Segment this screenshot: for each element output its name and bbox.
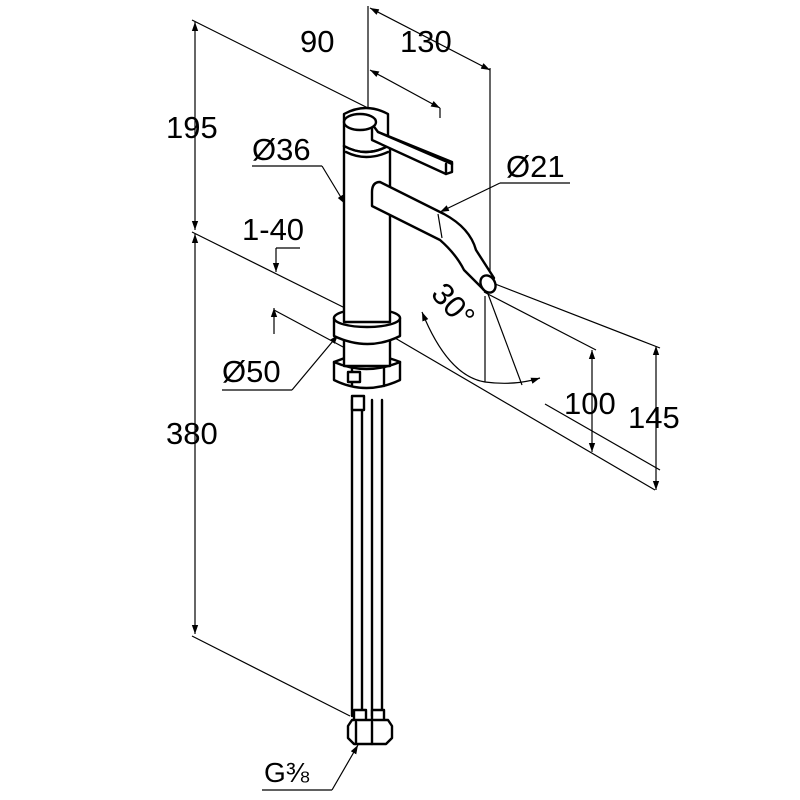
label-base-diameter: Ø50 — [222, 354, 281, 389]
shank — [342, 338, 392, 368]
reach-130-dimension — [369, 7, 491, 71]
label-lever-length: 90 — [300, 24, 334, 59]
dimension-lines — [191, 6, 661, 791]
spout-diameter-leader-slant — [439, 182, 501, 213]
deck-lower-extension — [273, 309, 346, 349]
lever-90-dimension — [369, 69, 441, 109]
spout-outlet — [479, 274, 497, 294]
angle-reference-slanted — [487, 293, 523, 386]
body-diameter-leader-slant — [321, 165, 346, 205]
faucet — [332, 106, 497, 746]
label-hose-length: 380 — [166, 416, 218, 451]
deck-extension-line — [191, 231, 346, 309]
deck-extension-line-right — [394, 337, 656, 491]
label-spout-height: 145 — [628, 400, 680, 435]
outlet-extension-line-lower — [483, 291, 597, 351]
hose-connector-left — [350, 394, 366, 412]
angle-30-arc — [421, 311, 541, 384]
top-extension-line — [191, 19, 369, 109]
lever-pivot — [342, 112, 378, 132]
deck-right-extension — [544, 403, 661, 471]
body-column — [342, 144, 392, 324]
supply-hoses — [350, 398, 384, 718]
outlet-extension-line — [489, 281, 661, 349]
label-deck-thickness: 1-40 — [242, 212, 304, 247]
label-outlet-height: 100 — [564, 386, 616, 421]
label-reach: 130 — [400, 24, 452, 59]
hose-end-fittings — [346, 708, 394, 746]
dimension-labels: 90 130 195 Ø36 Ø21 1-40 30° Ø50 100 145 … — [166, 24, 680, 788]
label-spout-angle: 30° — [424, 276, 481, 334]
base-diameter-leader-slant — [291, 334, 339, 391]
label-height-above-deck: 195 — [166, 110, 218, 145]
bottom-extension-line — [191, 635, 351, 717]
thread-leader-slant — [331, 744, 359, 791]
label-connection-thread: G⅜ — [264, 757, 310, 788]
label-spout-diameter: Ø21 — [506, 149, 565, 184]
label-body-diameter: Ø36 — [252, 132, 311, 167]
spout — [370, 180, 496, 294]
